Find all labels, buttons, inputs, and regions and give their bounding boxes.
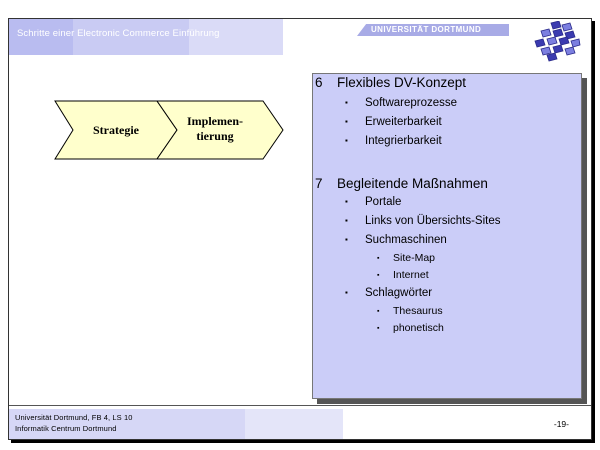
content-box bbox=[312, 73, 582, 399]
bullet-icon: ▪ bbox=[345, 216, 348, 225]
bullet-icon: ▪ bbox=[345, 288, 348, 297]
chevron-strategie-label: Strategie bbox=[93, 123, 139, 137]
section-heading: Begleitende Maßnahmen bbox=[337, 176, 488, 191]
footer-affiliation: Universität Dortmund, FB 4, LS 10 bbox=[15, 413, 133, 422]
footer-band bbox=[245, 409, 343, 439]
list-item: ▪Portale bbox=[345, 196, 402, 208]
header-band-segment bbox=[189, 19, 283, 55]
page-number: -19- bbox=[553, 419, 569, 429]
chevron-implementierung-label-line1: Implemen- bbox=[187, 114, 243, 128]
header-band: Schritte einer Electronic Commerce Einfü… bbox=[9, 19, 591, 55]
section-title: 7 Begleitende Maßnahmen bbox=[315, 176, 488, 191]
university-tab bbox=[357, 24, 509, 36]
section-number: 7 bbox=[315, 176, 323, 191]
list-item: ▪Integrierbarkeit bbox=[345, 135, 442, 147]
list-item: ▪Suchmaschinen bbox=[345, 234, 447, 246]
list-subitem: ▪phonetisch bbox=[377, 322, 444, 334]
bullet-icon: ▪ bbox=[345, 197, 348, 206]
list-subitem: ▪Internet bbox=[377, 269, 429, 281]
process-chevron-diagram bbox=[54, 100, 284, 160]
list-subitem: ▪Thesaurus bbox=[377, 305, 443, 317]
bullet-icon: ▪ bbox=[377, 272, 380, 279]
bullet-icon: ▪ bbox=[345, 98, 348, 107]
list-item: ▪Links von Übersichts-Sites bbox=[345, 215, 501, 227]
bullet-icon: ▪ bbox=[377, 325, 380, 332]
list-item: ▪Schlagwörter bbox=[345, 287, 433, 299]
university-logo-icon bbox=[534, 21, 581, 62]
section-number: 6 bbox=[315, 75, 323, 90]
section-title: 6 Flexibles DV-Konzept bbox=[315, 75, 466, 90]
slide-header-title: Schritte einer Electronic Commerce Einfü… bbox=[17, 28, 220, 39]
footer-institute: Informatik Centrum Dortmund bbox=[15, 424, 117, 433]
university-label: UNIVERSITÄT DORTMUND bbox=[371, 25, 482, 34]
footer-divider bbox=[9, 405, 591, 406]
bullet-icon: ▪ bbox=[377, 255, 380, 262]
section-heading: Flexibles DV-Konzept bbox=[337, 75, 467, 90]
bullet-icon: ▪ bbox=[345, 136, 348, 145]
chevron-implementierung bbox=[156, 100, 284, 160]
bullet-icon: ▪ bbox=[345, 235, 348, 244]
chevron-implementierung-label-line2: tierung bbox=[196, 129, 234, 143]
header-band-segment bbox=[9, 19, 73, 55]
slide: Schritte einer Electronic Commerce Einfü… bbox=[8, 18, 592, 440]
list-item: ▪Softwareprozesse bbox=[345, 97, 458, 109]
bullet-icon: ▪ bbox=[377, 308, 380, 315]
header-band-segment bbox=[73, 19, 189, 55]
list-subitem: ▪Site-Map bbox=[377, 252, 436, 264]
bullet-icon: ▪ bbox=[345, 117, 348, 126]
footer-band bbox=[9, 409, 245, 439]
list-item: ▪Erweiterbarkeit bbox=[345, 116, 442, 128]
